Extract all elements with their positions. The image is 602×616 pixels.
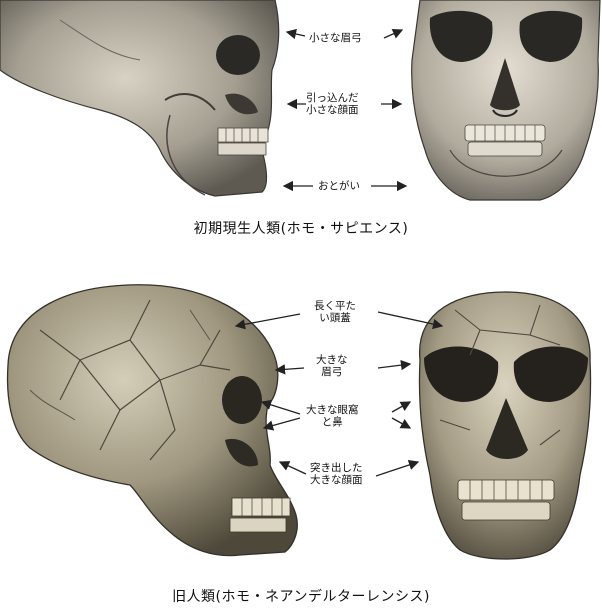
label-chin: おとがい xyxy=(318,180,360,192)
label-projecting-face-line2: 大きな顔面 xyxy=(310,474,363,486)
label-projecting-face-line1: 突き出した xyxy=(310,462,363,474)
caption-modern-human: 初期現生人類(ホモ・サピエンス) xyxy=(0,218,602,238)
bottom-panel-neanderthal: 長く平た い頭蓋 大きな 眉弓 大きな眼窩 と鼻 突き出した 大きな顔面 旧人類… xyxy=(0,270,602,616)
label-long-flat-vault-line1: 長く平た xyxy=(314,300,356,312)
modern-skull-illustration xyxy=(0,0,602,250)
label-projecting-face: 突き出した 大きな顔面 xyxy=(310,462,363,486)
label-small-brow-ridge: 小さな眉弓 xyxy=(309,32,362,44)
label-retracted-face-line1: 引っ込んだ xyxy=(306,92,359,104)
neanderthal-skull-lateral xyxy=(8,285,298,556)
label-large-brow-ridge-line2: 眉弓 xyxy=(316,366,348,378)
label-long-flat-vault: 長く平た い頭蓋 xyxy=(314,300,356,324)
label-large-orbits-nose-line1: 大きな眼窩 xyxy=(306,404,359,416)
label-large-brow-ridge: 大きな 眉弓 xyxy=(316,354,348,378)
top-panel-modern-human: 小さな眉弓 引っ込んだ 小さな顔面 おとがい 初期現生人類(ホモ・サピエンス) xyxy=(0,0,602,250)
modern-skull-frontal xyxy=(412,0,600,200)
caption-neanderthal: 旧人類(ホモ・ネアンデルターレンシス) xyxy=(0,586,602,606)
neanderthal-lateral-teeth xyxy=(230,498,290,532)
modern-frontal-teeth xyxy=(465,125,545,156)
label-long-flat-vault-line2: い頭蓋 xyxy=(314,312,356,324)
modern-skull-lateral xyxy=(0,0,279,196)
label-large-orbits-nose: 大きな眼窩 と鼻 xyxy=(306,404,359,428)
neanderthal-skull-illustration xyxy=(0,270,602,616)
neanderthal-frontal-teeth xyxy=(458,480,554,520)
label-retracted-face-line2: 小さな顔面 xyxy=(306,104,359,116)
label-retracted-face: 引っ込んだ 小さな顔面 xyxy=(306,92,359,116)
neanderthal-skull-frontal xyxy=(419,292,590,559)
modern-lateral-teeth xyxy=(218,128,268,155)
label-large-orbits-nose-line2: と鼻 xyxy=(306,416,359,428)
label-large-brow-ridge-line1: 大きな xyxy=(316,354,348,366)
